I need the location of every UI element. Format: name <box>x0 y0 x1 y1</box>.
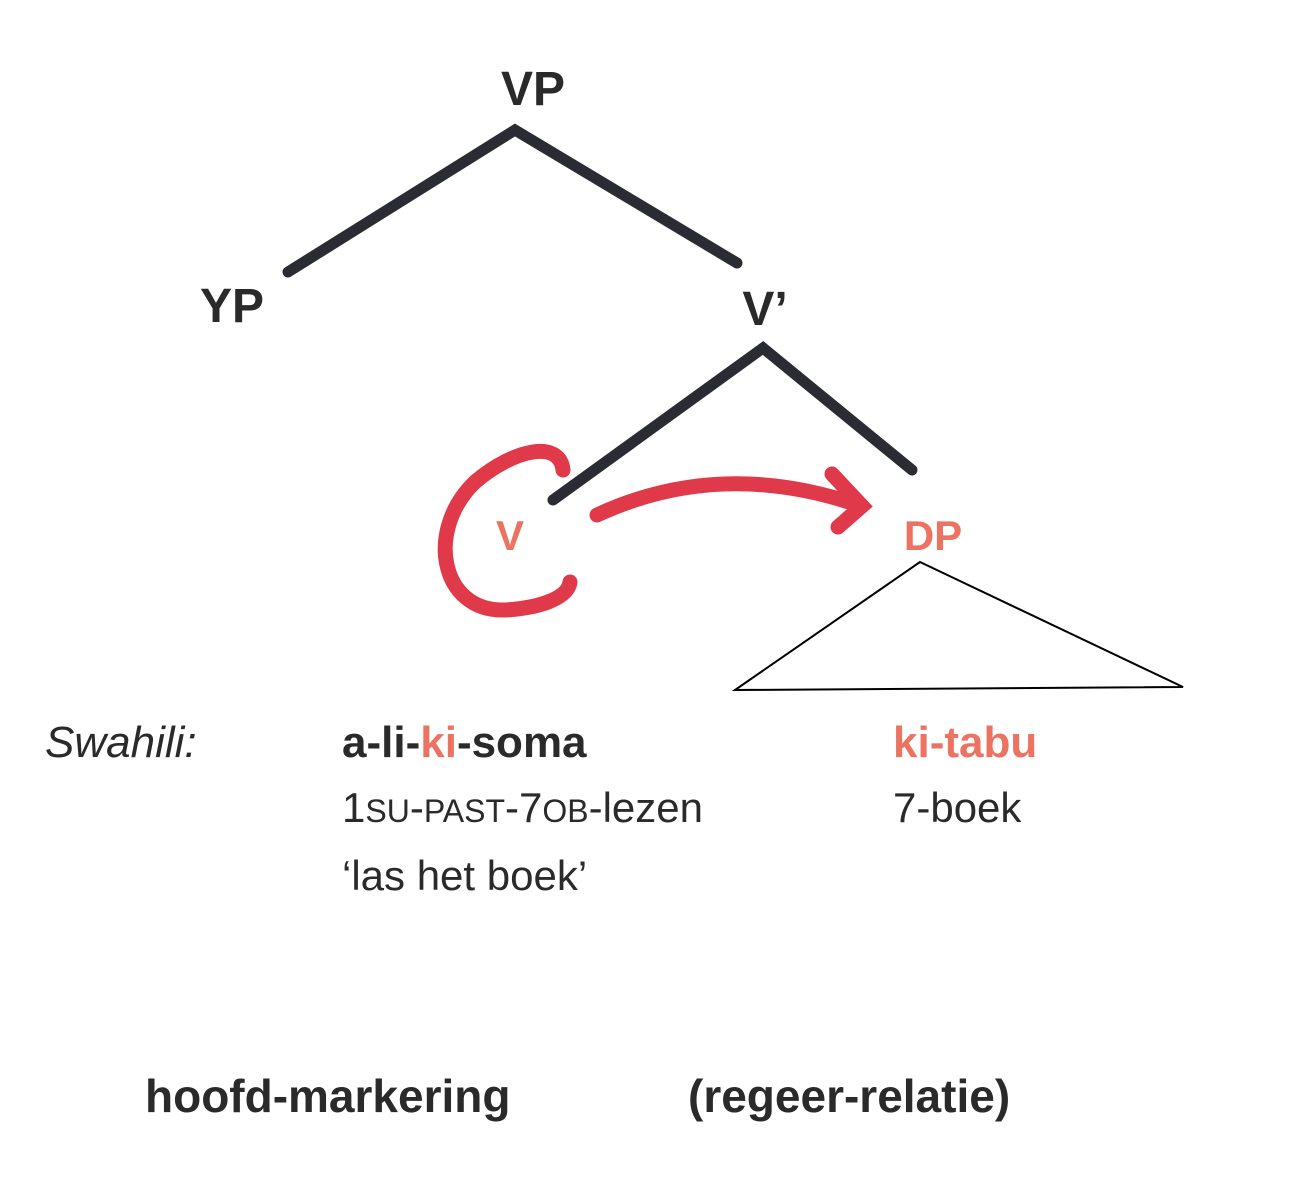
government-arrow <box>589 476 866 523</box>
vp-branches <box>282 123 743 278</box>
noun-gloss: 7-boek <box>893 784 1022 831</box>
gloss-part: 1 <box>342 784 365 831</box>
gloss-part: - <box>410 784 424 831</box>
vbar-branches <box>547 341 918 506</box>
node-vp: VP <box>501 63 565 116</box>
verb-object-marker: ki <box>420 718 457 767</box>
node-yp: YP <box>200 280 264 333</box>
node-vbar: V’ <box>742 283 787 336</box>
caption-right: (regeer-relatie) <box>688 1070 1010 1122</box>
caption-left: hoofd-markering <box>145 1070 510 1122</box>
tree-branches <box>282 123 918 506</box>
gloss-part: OB <box>542 793 588 829</box>
verb-prefix: a-li- <box>342 718 420 767</box>
self-loop-arrow <box>437 443 578 618</box>
gloss-part: -7 <box>505 784 542 831</box>
language-label: Swahili: <box>45 718 197 767</box>
node-v: V <box>496 512 524 559</box>
translation: ‘las het boek’ <box>342 852 587 899</box>
red-markings <box>437 443 873 618</box>
dp-triangle <box>731 560 1184 692</box>
swahili-verb: a-li-ki-soma <box>342 718 587 767</box>
verb-gloss: 1SU-PAST-7OB-lezen <box>342 784 703 831</box>
gloss-part: -lezen <box>589 784 703 831</box>
swahili-noun: ki-tabu <box>893 718 1037 767</box>
arrowhead-icon <box>824 466 873 535</box>
gloss-part: SU <box>365 793 409 829</box>
gloss-part: PAST <box>424 793 505 829</box>
verb-stem: -soma <box>457 718 587 767</box>
node-dp: DP <box>904 512 962 559</box>
